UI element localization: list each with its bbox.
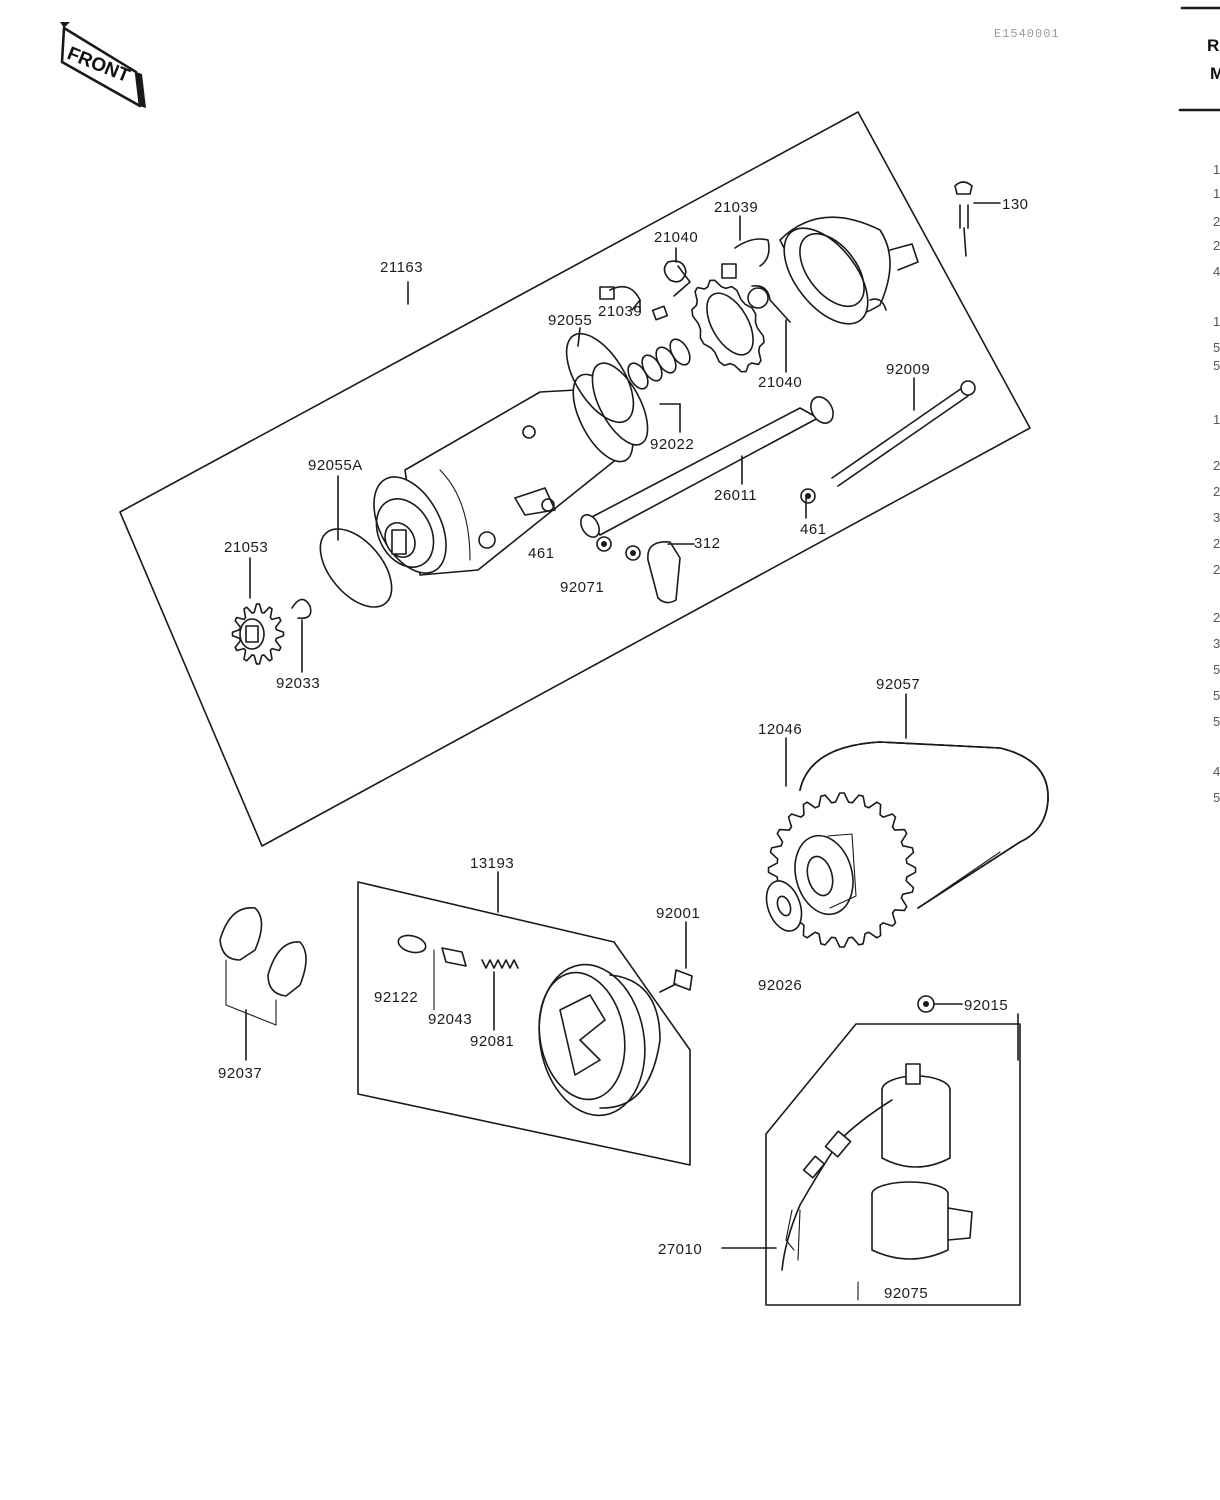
right-header-line-1: R bbox=[1207, 36, 1219, 55]
label-92022: 92022 bbox=[650, 436, 694, 453]
label-92043: 92043 bbox=[428, 1011, 472, 1028]
part-labels: 21163 21039 21040 92055 21039 21040 130 … bbox=[218, 196, 1029, 1302]
label-26011: 26011 bbox=[714, 487, 757, 504]
margin-mark: 5 bbox=[1213, 714, 1220, 729]
relay-panel bbox=[765, 995, 1021, 1306]
sprocket-12046 bbox=[767, 792, 917, 948]
margin-mark: 2 bbox=[1213, 484, 1220, 499]
label-12046: 12046 bbox=[758, 721, 802, 738]
relay-cover-92075 bbox=[871, 1181, 973, 1260]
washers-92022 bbox=[627, 338, 691, 390]
relay-27010 bbox=[781, 1063, 951, 1271]
label-92057: 92057 bbox=[876, 676, 920, 693]
margin-mark: 5 bbox=[1213, 358, 1220, 373]
label-130: 130 bbox=[1002, 196, 1029, 213]
label-13193: 13193 bbox=[470, 855, 514, 872]
margin-mark: 2 bbox=[1213, 214, 1220, 229]
margin-mark: 2 bbox=[1213, 610, 1220, 625]
bolt-92001 bbox=[659, 969, 693, 993]
shims-92037 bbox=[219, 907, 307, 1026]
through-bolt-92009 bbox=[831, 380, 976, 487]
margin-mark: 1 bbox=[1213, 412, 1220, 427]
label-92075: 92075 bbox=[884, 1285, 928, 1302]
label-92071: 92071 bbox=[560, 579, 604, 596]
gear-21053 bbox=[231, 603, 285, 665]
right-header-line-2: M bbox=[1210, 64, 1220, 83]
label-92009: 92009 bbox=[886, 361, 930, 378]
label-21039-top: 21039 bbox=[714, 199, 758, 216]
right-margin-marks: 1 1 2 2 4 1 5 5 1 2 2 3 2 2 2 3 5 5 5 4 5 bbox=[1213, 162, 1220, 805]
washer-92026 bbox=[765, 880, 803, 932]
roller-92122 bbox=[397, 934, 427, 954]
label-92055a: 92055A bbox=[308, 457, 363, 474]
label-92033: 92033 bbox=[276, 675, 320, 692]
label-21039-mid: 21039 bbox=[598, 303, 642, 320]
margin-mark: 2 bbox=[1213, 458, 1220, 473]
nut-92015 bbox=[917, 995, 935, 1013]
spring-92081 bbox=[481, 959, 519, 969]
starter-clutch-13193 bbox=[538, 963, 661, 1117]
label-27010: 27010 bbox=[658, 1241, 702, 1258]
o-ring-92055a bbox=[319, 528, 393, 608]
margin-mark: 2 bbox=[1213, 562, 1220, 577]
margin-mark: 2 bbox=[1213, 238, 1220, 253]
figure-code: E1540001 bbox=[994, 27, 1060, 41]
margin-mark: 2 bbox=[1213, 536, 1220, 551]
chain-sprocket-group bbox=[765, 741, 1049, 948]
brush-holder-21039 bbox=[599, 238, 791, 323]
plunger-92043 bbox=[441, 947, 467, 967]
brush-plate-21040 bbox=[691, 279, 765, 373]
label-461-left: 461 bbox=[528, 545, 555, 562]
screw-130 bbox=[954, 181, 973, 257]
label-21040-mid: 21040 bbox=[758, 374, 802, 391]
right-column: R M 1 1 2 2 4 1 5 5 1 2 2 3 2 2 2 3 5 5 5 4 5 bbox=[1178, 6, 1220, 805]
end-cover bbox=[779, 216, 919, 325]
front-logo: FRONT bbox=[60, 22, 146, 108]
leader-lines bbox=[245, 202, 1019, 1301]
label-92055: 92055 bbox=[548, 312, 592, 329]
margin-mark: 5 bbox=[1213, 662, 1220, 677]
label-21040-top: 21040 bbox=[654, 229, 698, 246]
label-92081: 92081 bbox=[470, 1033, 514, 1050]
margin-mark: 1 bbox=[1213, 186, 1220, 201]
label-92015: 92015 bbox=[964, 997, 1008, 1014]
margin-mark: 1 bbox=[1213, 162, 1220, 177]
label-312: 312 bbox=[694, 535, 721, 552]
label-92001: 92001 bbox=[656, 905, 700, 922]
label-461-right: 461 bbox=[800, 521, 827, 538]
margin-mark: 5 bbox=[1213, 688, 1220, 703]
margin-mark: 4 bbox=[1213, 764, 1220, 779]
margin-mark: 4 bbox=[1213, 264, 1220, 279]
label-92026: 92026 bbox=[758, 977, 802, 994]
cap-312 bbox=[625, 541, 681, 604]
margin-mark: 1 bbox=[1213, 314, 1220, 329]
margin-mark: 5 bbox=[1213, 790, 1220, 805]
starter-motor-panel bbox=[119, 111, 1031, 847]
circlip-92033 bbox=[291, 598, 312, 620]
label-92122: 92122 bbox=[374, 989, 418, 1006]
margin-mark: 3 bbox=[1213, 510, 1220, 525]
label-21053: 21053 bbox=[224, 539, 268, 556]
starter-motor-body bbox=[373, 362, 649, 576]
starter-clutch-panel bbox=[357, 881, 693, 1166]
chain-92057 bbox=[799, 741, 1049, 909]
margin-mark: 3 bbox=[1213, 636, 1220, 651]
o-ring-92055 bbox=[565, 332, 635, 424]
label-21163: 21163 bbox=[380, 259, 423, 276]
margin-mark: 5 bbox=[1213, 340, 1220, 355]
cable-26011 bbox=[580, 396, 834, 538]
label-92037: 92037 bbox=[218, 1065, 262, 1082]
